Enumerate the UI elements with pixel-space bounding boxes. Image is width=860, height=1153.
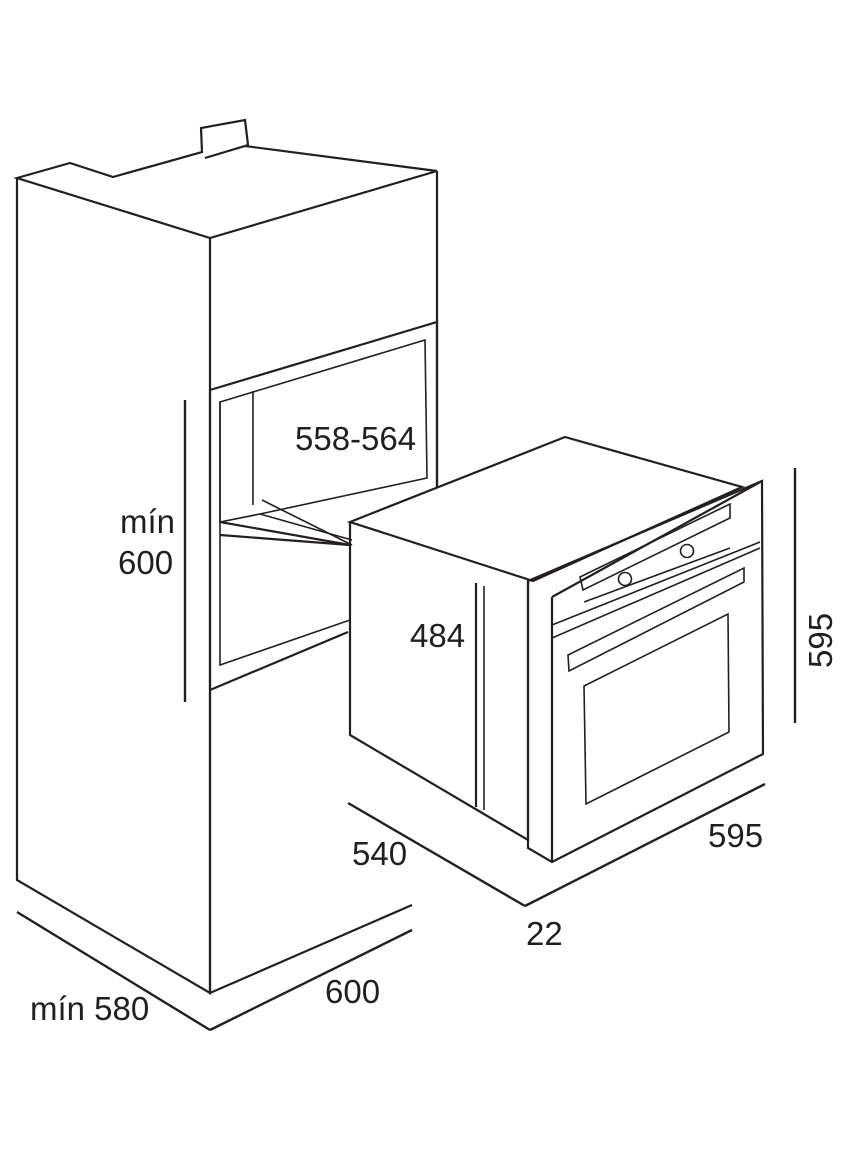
oven [346,435,765,864]
dimension-lines [16,400,797,1032]
niche-width-label: 558-564 [295,420,416,457]
oven-width-label: 595 [708,817,763,854]
oven-depth-label: 540 [352,835,407,872]
cabinet-width-label: 600 [325,973,380,1010]
oven-height-label: 595 [802,613,839,668]
niche-height-prefix-label: mín [120,503,175,540]
cabinet [13,118,439,995]
front-panel-thickness-label: 22 [526,915,563,952]
oven-side-height-label: 484 [410,617,465,654]
niche-height-label: 600 [118,544,173,581]
cabinet-depth-label: mín 580 [30,990,149,1027]
